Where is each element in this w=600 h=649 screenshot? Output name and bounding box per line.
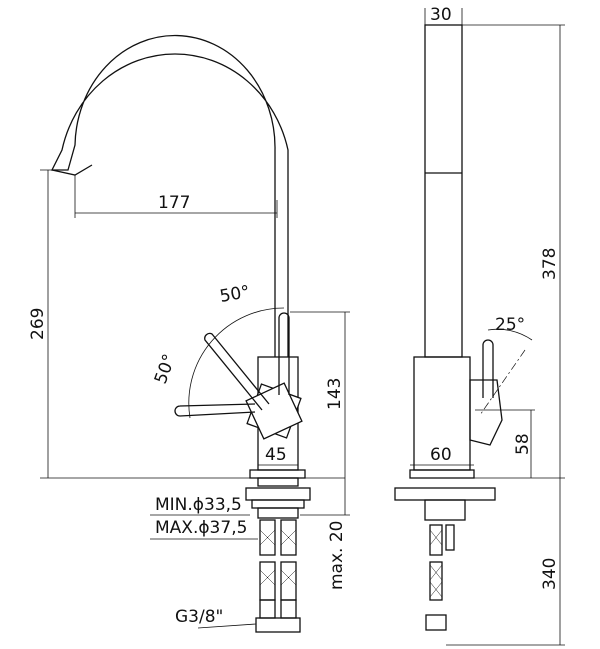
dim-58: 58 bbox=[513, 433, 533, 455]
dim-340: 340 bbox=[540, 558, 560, 590]
hole-max-label: MAX.ϕ37,5 bbox=[155, 518, 247, 538]
connection-label: G3/8" bbox=[175, 607, 223, 627]
dim-60: 60 bbox=[430, 445, 452, 465]
side-lever bbox=[482, 339, 494, 398]
connection-nut bbox=[255, 617, 301, 633]
dim-45: 45 bbox=[265, 445, 287, 465]
dim-50-top: 50° bbox=[218, 282, 251, 307]
lever-left bbox=[204, 332, 270, 411]
hole-min-label: MIN.ϕ33,5 bbox=[155, 495, 242, 515]
lever-up bbox=[278, 312, 290, 395]
dim-25: 25° bbox=[495, 315, 525, 335]
front-view: 269 177 50° 50° 143 45 MIN.ϕ33,5 MAX.ϕ37… bbox=[28, 34, 350, 633]
dim-378: 378 bbox=[540, 248, 560, 280]
side-view: 30 378 340 25° 58 60 bbox=[394, 5, 565, 646]
dim-50-side: 50° bbox=[151, 352, 180, 387]
dim-177: 177 bbox=[158, 193, 190, 213]
dim-30: 30 bbox=[430, 5, 452, 25]
dim-143: 143 bbox=[325, 378, 345, 410]
column bbox=[424, 24, 463, 358]
dim-max-20: max. 20 bbox=[327, 521, 347, 590]
spout bbox=[50, 34, 289, 357]
lever-down bbox=[174, 403, 256, 417]
dim-269: 269 bbox=[28, 308, 48, 340]
